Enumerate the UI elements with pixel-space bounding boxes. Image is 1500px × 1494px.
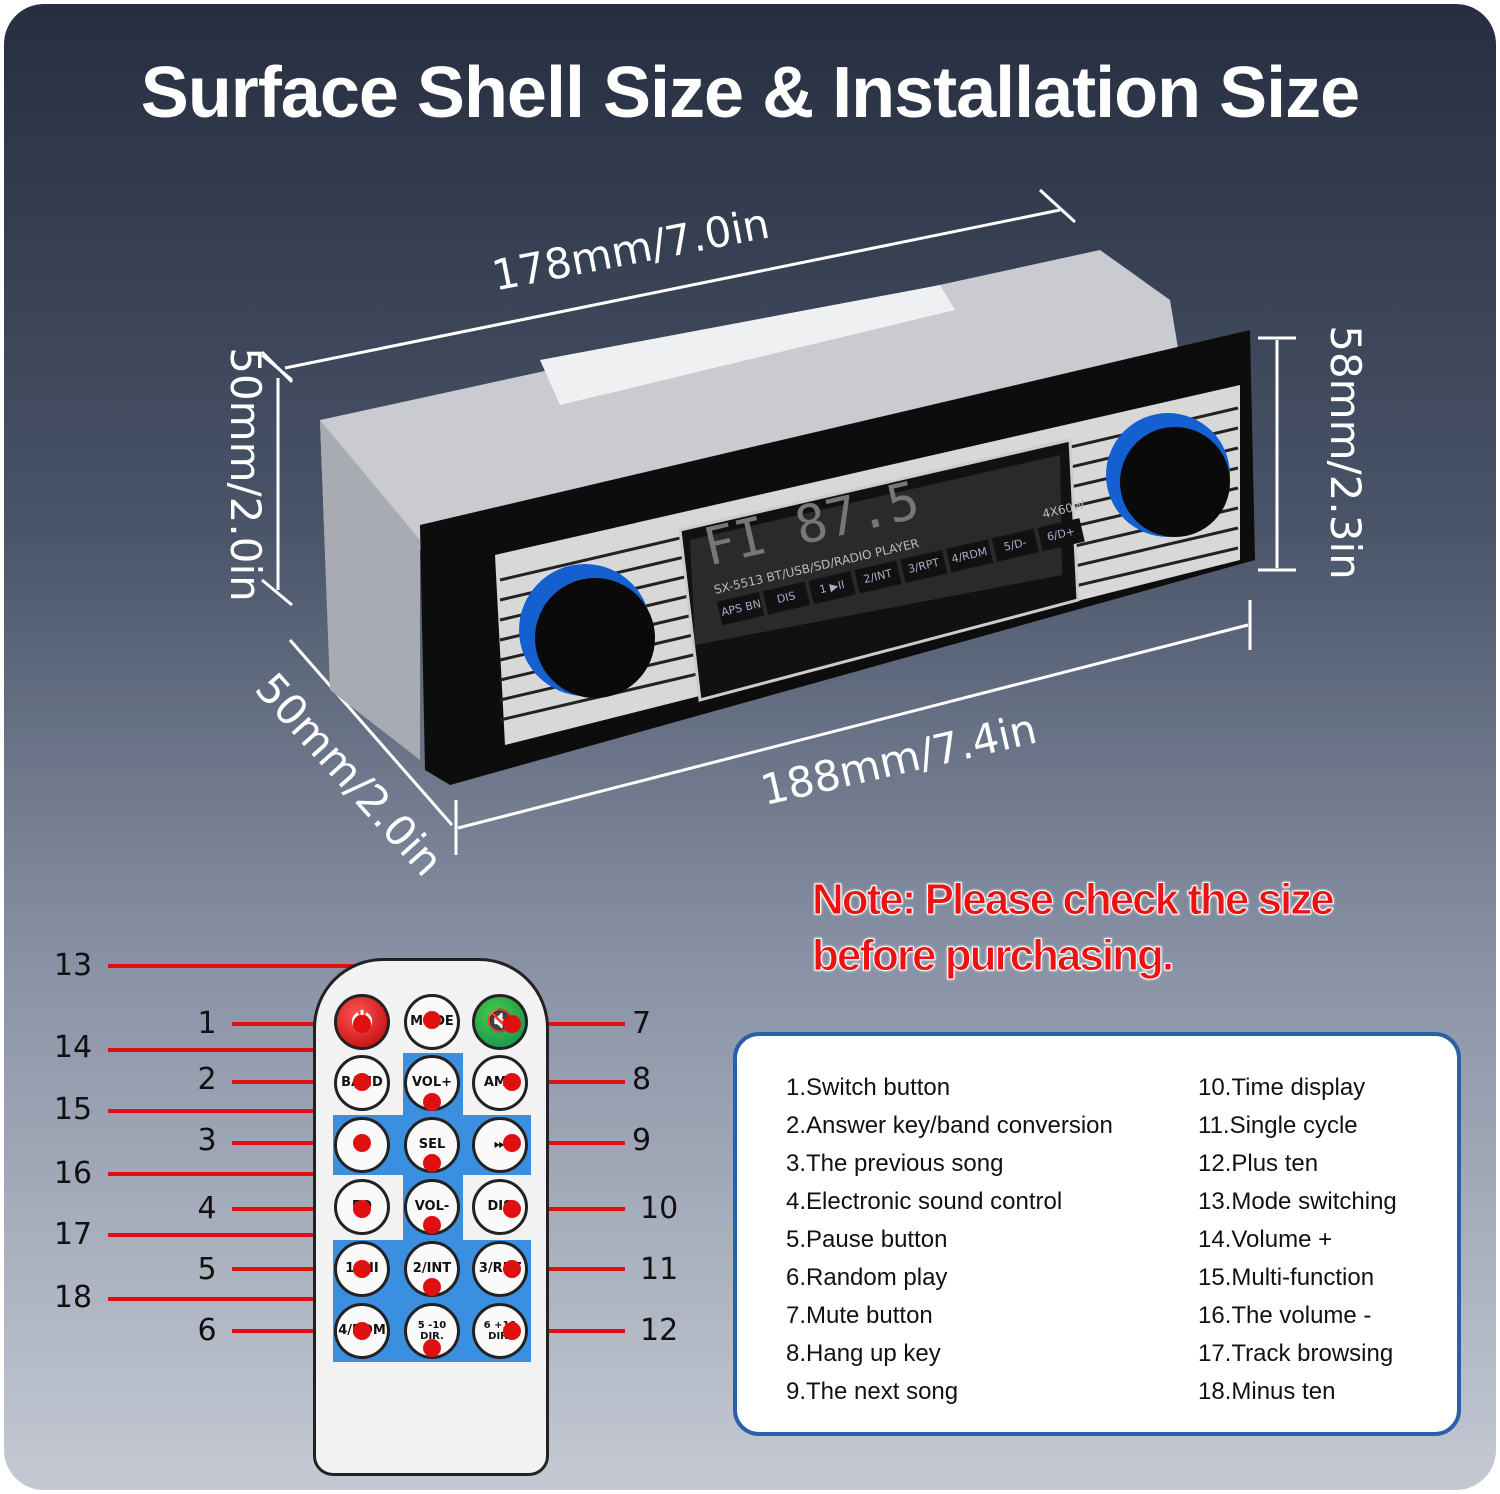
legend-item: 10.Time display	[1198, 1074, 1366, 1101]
callout-12: 12	[640, 1313, 679, 1348]
note-line2: before purchasing.	[812, 931, 1175, 981]
remote-1-button[interactable]: 1/▶II	[334, 1241, 390, 1297]
note-text: Note: Please check the size before purch…	[811, 872, 1335, 984]
callout-8: 8	[632, 1062, 652, 1097]
remote-mode-button[interactable]: MODE	[404, 994, 460, 1050]
remote-next-button[interactable]: ⏭	[472, 1117, 528, 1173]
remote-6-button[interactable]: 6 +10 DIR.	[472, 1303, 528, 1359]
legend-item: 18.Minus ten	[1198, 1378, 1336, 1405]
note-prefix: Note:	[811, 875, 916, 925]
callout-4: 4	[197, 1191, 217, 1226]
dim-line-top	[284, 208, 1061, 370]
callout-10: 10	[640, 1191, 679, 1226]
callout-3: 3	[197, 1123, 217, 1158]
dim-right-label: 58mm/2.3in	[1320, 325, 1370, 580]
remote-3-button[interactable]: 3/RPT	[472, 1241, 528, 1297]
button-legend: 1.Switch button 2.Answer key/band conver…	[733, 1032, 1461, 1436]
legend-item: 7.Mute button	[786, 1302, 933, 1329]
car-radio-image	[320, 250, 1255, 785]
remote-vol-up-button[interactable]: VOL+	[404, 1055, 460, 1111]
legend-item: 17.Track browsing	[1198, 1340, 1394, 1367]
page-title: Surface Shell Size & Installation Size	[140, 53, 1360, 133]
callout-17: 17	[53, 1217, 93, 1252]
dim-left-label: 50mm/2.0in	[220, 347, 270, 602]
legend-item: 2.Answer key/band conversion	[786, 1112, 1113, 1139]
remote-5-button[interactable]: 5 -10 DIR.	[404, 1303, 460, 1359]
legend-item: 9.The next song	[786, 1378, 959, 1405]
remote-dis-button[interactable]: DIS	[472, 1179, 528, 1235]
legend-item: 6.Random play	[786, 1264, 948, 1291]
legend-item: 3.The previous song	[786, 1150, 1004, 1177]
remote-mute-button[interactable]: 🔇	[472, 994, 528, 1050]
callout-13: 13	[53, 948, 93, 983]
legend-item: 12.Plus ten	[1198, 1150, 1319, 1177]
callout-14: 14	[53, 1030, 93, 1065]
callout-7: 7	[632, 1006, 652, 1041]
legend-item: 4.Electronic sound control	[786, 1188, 1063, 1215]
callout-5: 5	[197, 1252, 217, 1287]
legend-item: 8.Hang up key	[786, 1340, 941, 1367]
remote-4-button[interactable]: 4/RDM	[334, 1303, 390, 1359]
legend-item: 1.Switch button	[786, 1074, 951, 1101]
remote-eq-button[interactable]: EQ	[334, 1179, 390, 1235]
legend-item: 5.Pause button	[786, 1226, 948, 1253]
remote-ams-button[interactable]: AMS	[472, 1055, 528, 1111]
note-line1: Please check the size	[914, 875, 1335, 925]
callout-18: 18	[53, 1280, 93, 1315]
remote-band-button[interactable]: BAND	[334, 1055, 390, 1111]
callout-9: 9	[632, 1123, 652, 1158]
legend-item: 13.Mode switching	[1198, 1188, 1397, 1215]
dim-line-bottom	[457, 623, 1249, 830]
callout-2: 2	[197, 1062, 217, 1097]
callout-11: 11	[640, 1252, 679, 1287]
legend-item: 15.Multi-function	[1198, 1264, 1375, 1291]
callout-15: 15	[53, 1092, 93, 1127]
callout-1: 1	[197, 1006, 217, 1041]
remote-2-button[interactable]: 2/INT	[404, 1241, 460, 1297]
callout-16: 16	[53, 1156, 93, 1191]
legend-item: 16.The volume -	[1198, 1302, 1372, 1329]
remote-power-button[interactable]: ⏻	[334, 994, 390, 1050]
legend-item: 14.Volume +	[1198, 1226, 1333, 1253]
legend-item: 11.Single cycle	[1198, 1112, 1358, 1139]
remote-vol-down-button[interactable]: VOL-	[404, 1179, 460, 1235]
dim-line-depth	[288, 639, 454, 826]
remote-prev-button[interactable]: ⏮	[334, 1117, 390, 1173]
callout-6: 6	[197, 1313, 217, 1348]
remote-sel-button[interactable]: SEL	[404, 1117, 460, 1173]
